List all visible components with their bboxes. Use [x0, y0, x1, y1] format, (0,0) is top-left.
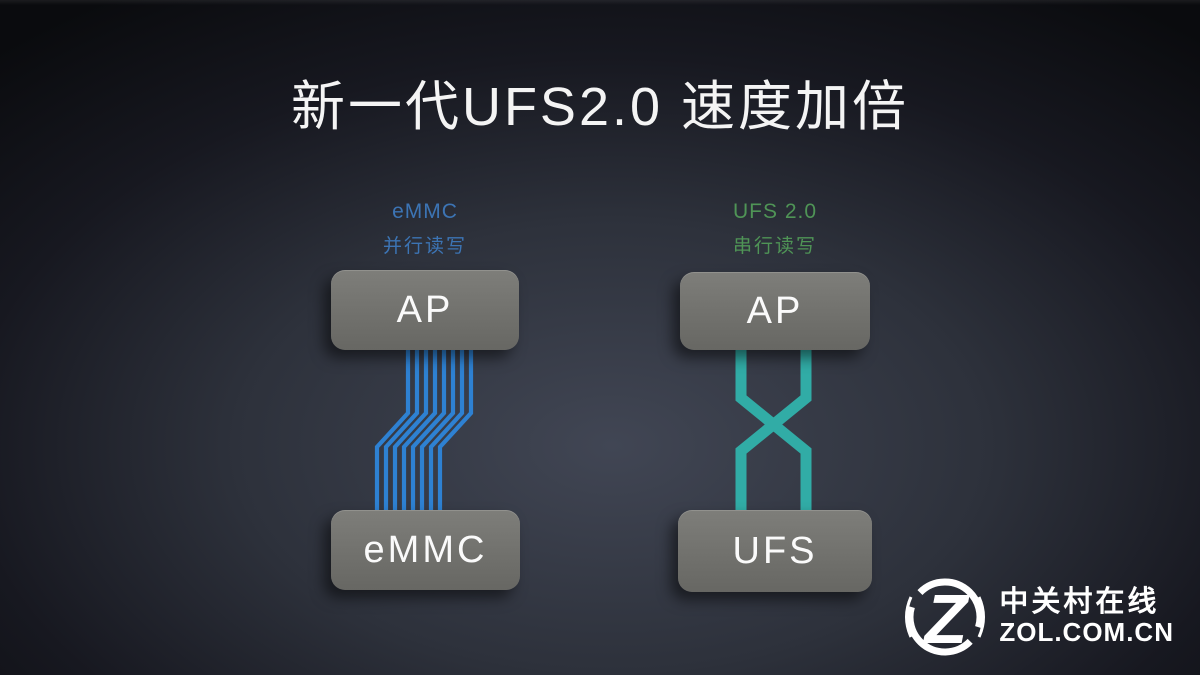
zol-logo-letter: Z — [923, 580, 970, 658]
emmc-box: eMMC — [331, 510, 520, 590]
brand-name-cn: 中关村在线 — [999, 586, 1160, 619]
zol-logo-icon: Z — [905, 578, 986, 658]
slide-title: 新一代UFS2.0 速度加倍 — [290, 77, 910, 137]
brand-url: ZOL.COM.CN — [999, 616, 1174, 647]
zol-watermark: Z 中关村在线 ZOL.COM.CN — [899, 571, 1174, 663]
zol-brand-text: 中关村在线 ZOL.COM.CN — [999, 587, 1174, 646]
emmc-name-label: eMMC — [392, 200, 458, 223]
emmc-column-label: eMMC 并行读写 — [315, 200, 535, 258]
ap-box-left: AP — [331, 270, 519, 350]
ufs-box: UFS — [678, 510, 872, 592]
ufs-column-label: UFS 2.0 串行读写 — [665, 200, 885, 258]
emmc-mode-label: 并行读写 — [382, 236, 467, 257]
ap-box-right: AP — [680, 272, 870, 350]
ufs-name-label: UFS 2.0 — [732, 200, 818, 223]
ufs-mode-label: 串行读写 — [732, 236, 817, 257]
